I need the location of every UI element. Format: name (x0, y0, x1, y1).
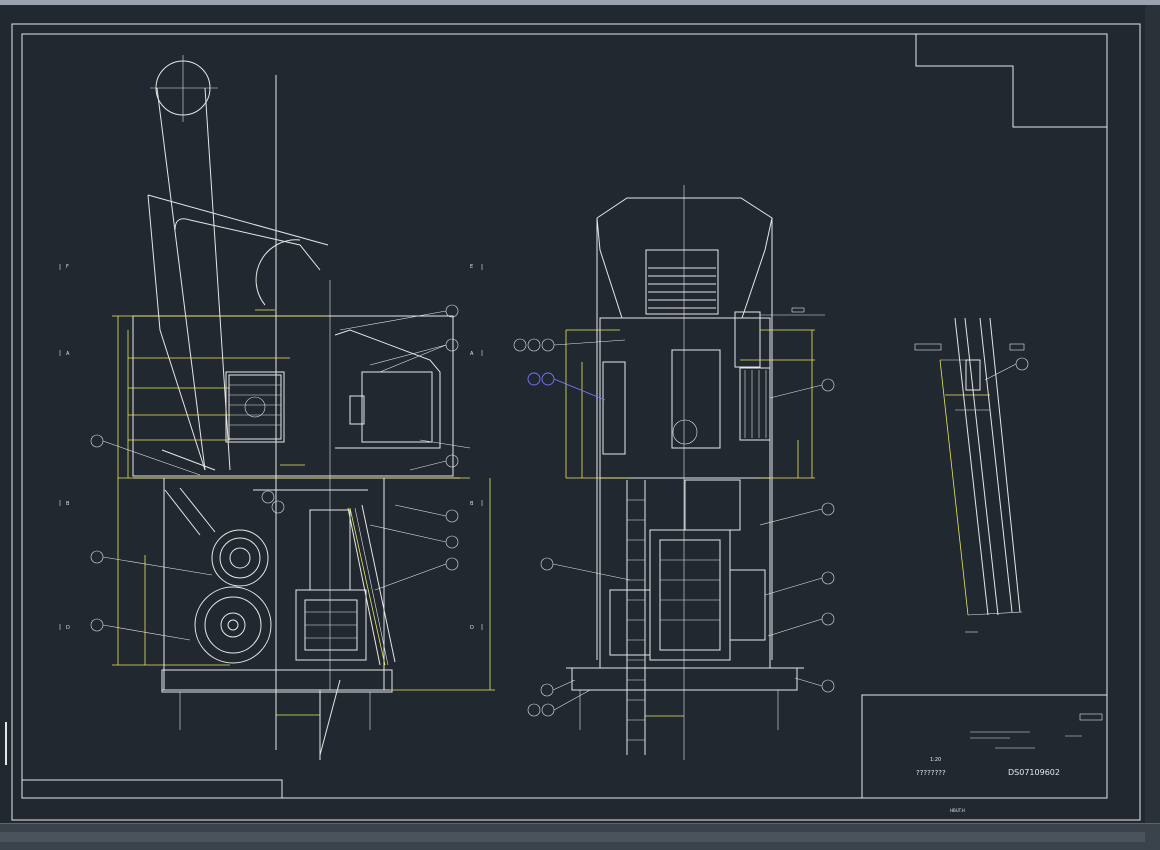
svg-text:B: B (66, 501, 70, 507)
upper-drum (211, 529, 269, 587)
sheet-outer-border (11, 23, 1141, 821)
horizontal-scroll-thumb[interactable] (0, 832, 1145, 842)
svg-text:D: D (66, 625, 70, 631)
window-top-bar (0, 0, 1160, 5)
section-marks-middle: E A B D (470, 264, 483, 631)
svg-text:F: F (66, 264, 69, 270)
drawing-sheet: 1:20 ???????? DS07109602 HBUT.H (5, 23, 1141, 821)
left-bottom-strip (22, 779, 283, 798)
footer-label: HBUT.H (950, 808, 965, 813)
section-marks-left: F A B D (59, 264, 70, 631)
svg-text:A: A (470, 351, 474, 357)
title-block: 1:20 ???????? DS07109602 (916, 713, 1103, 777)
drawing-name: ???????? (916, 769, 946, 777)
lower-drum (194, 586, 272, 664)
svg-text:B: B (470, 501, 474, 507)
drawing-number: DS07109602 (1008, 768, 1060, 777)
revision-block (915, 34, 1107, 128)
svg-text:A: A (66, 351, 70, 357)
vertical-scrollbar[interactable] (1145, 5, 1160, 823)
svg-text:D: D (470, 625, 474, 631)
horizontal-scrollbar[interactable] (0, 823, 1160, 850)
scale-label: 1:20 (930, 757, 941, 763)
side-elevation-view (90, 55, 495, 760)
title-block-frame (861, 694, 1107, 798)
cad-drawing-canvas[interactable]: 1:20 ???????? DS07109602 HBUT.H (0, 5, 1160, 823)
detail-view (914, 317, 1029, 633)
svg-text:E: E (470, 264, 473, 270)
sheet-inner-border (21, 33, 1108, 799)
front-elevation-view (513, 185, 835, 760)
